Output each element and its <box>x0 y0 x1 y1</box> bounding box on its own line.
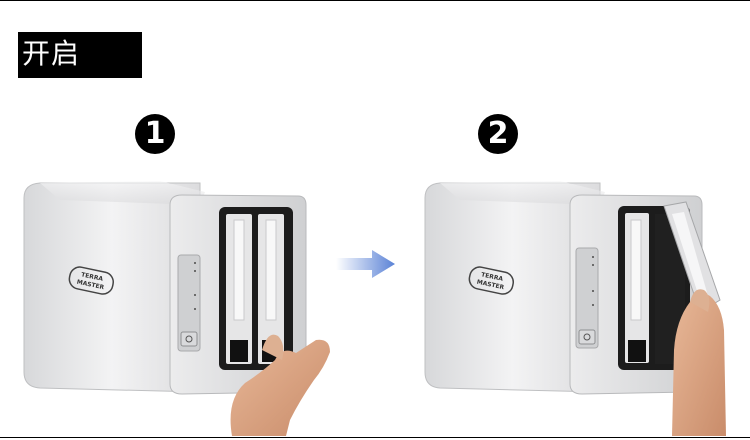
nas-device-left: TERRA MASTER <box>23 181 307 395</box>
step-1-badge: 1 <box>135 114 175 154</box>
top-divider <box>0 0 750 1</box>
right-arrow-icon <box>336 250 395 278</box>
svg-text:TERRA: TERRA <box>81 271 104 283</box>
heading-underline <box>18 76 142 78</box>
svg-text:TERRA: TERRA <box>481 271 504 283</box>
hand-pulling-right <box>672 289 726 436</box>
step-2-badge: 2 <box>478 114 518 154</box>
page-title: 开启 <box>22 37 81 70</box>
nas-device-right: TERRA MASTER <box>424 181 721 395</box>
heading-box: 开启 <box>18 32 142 76</box>
hand-pressing-left <box>230 334 330 436</box>
power-icon <box>185 335 193 343</box>
bottom-divider <box>0 437 750 438</box>
